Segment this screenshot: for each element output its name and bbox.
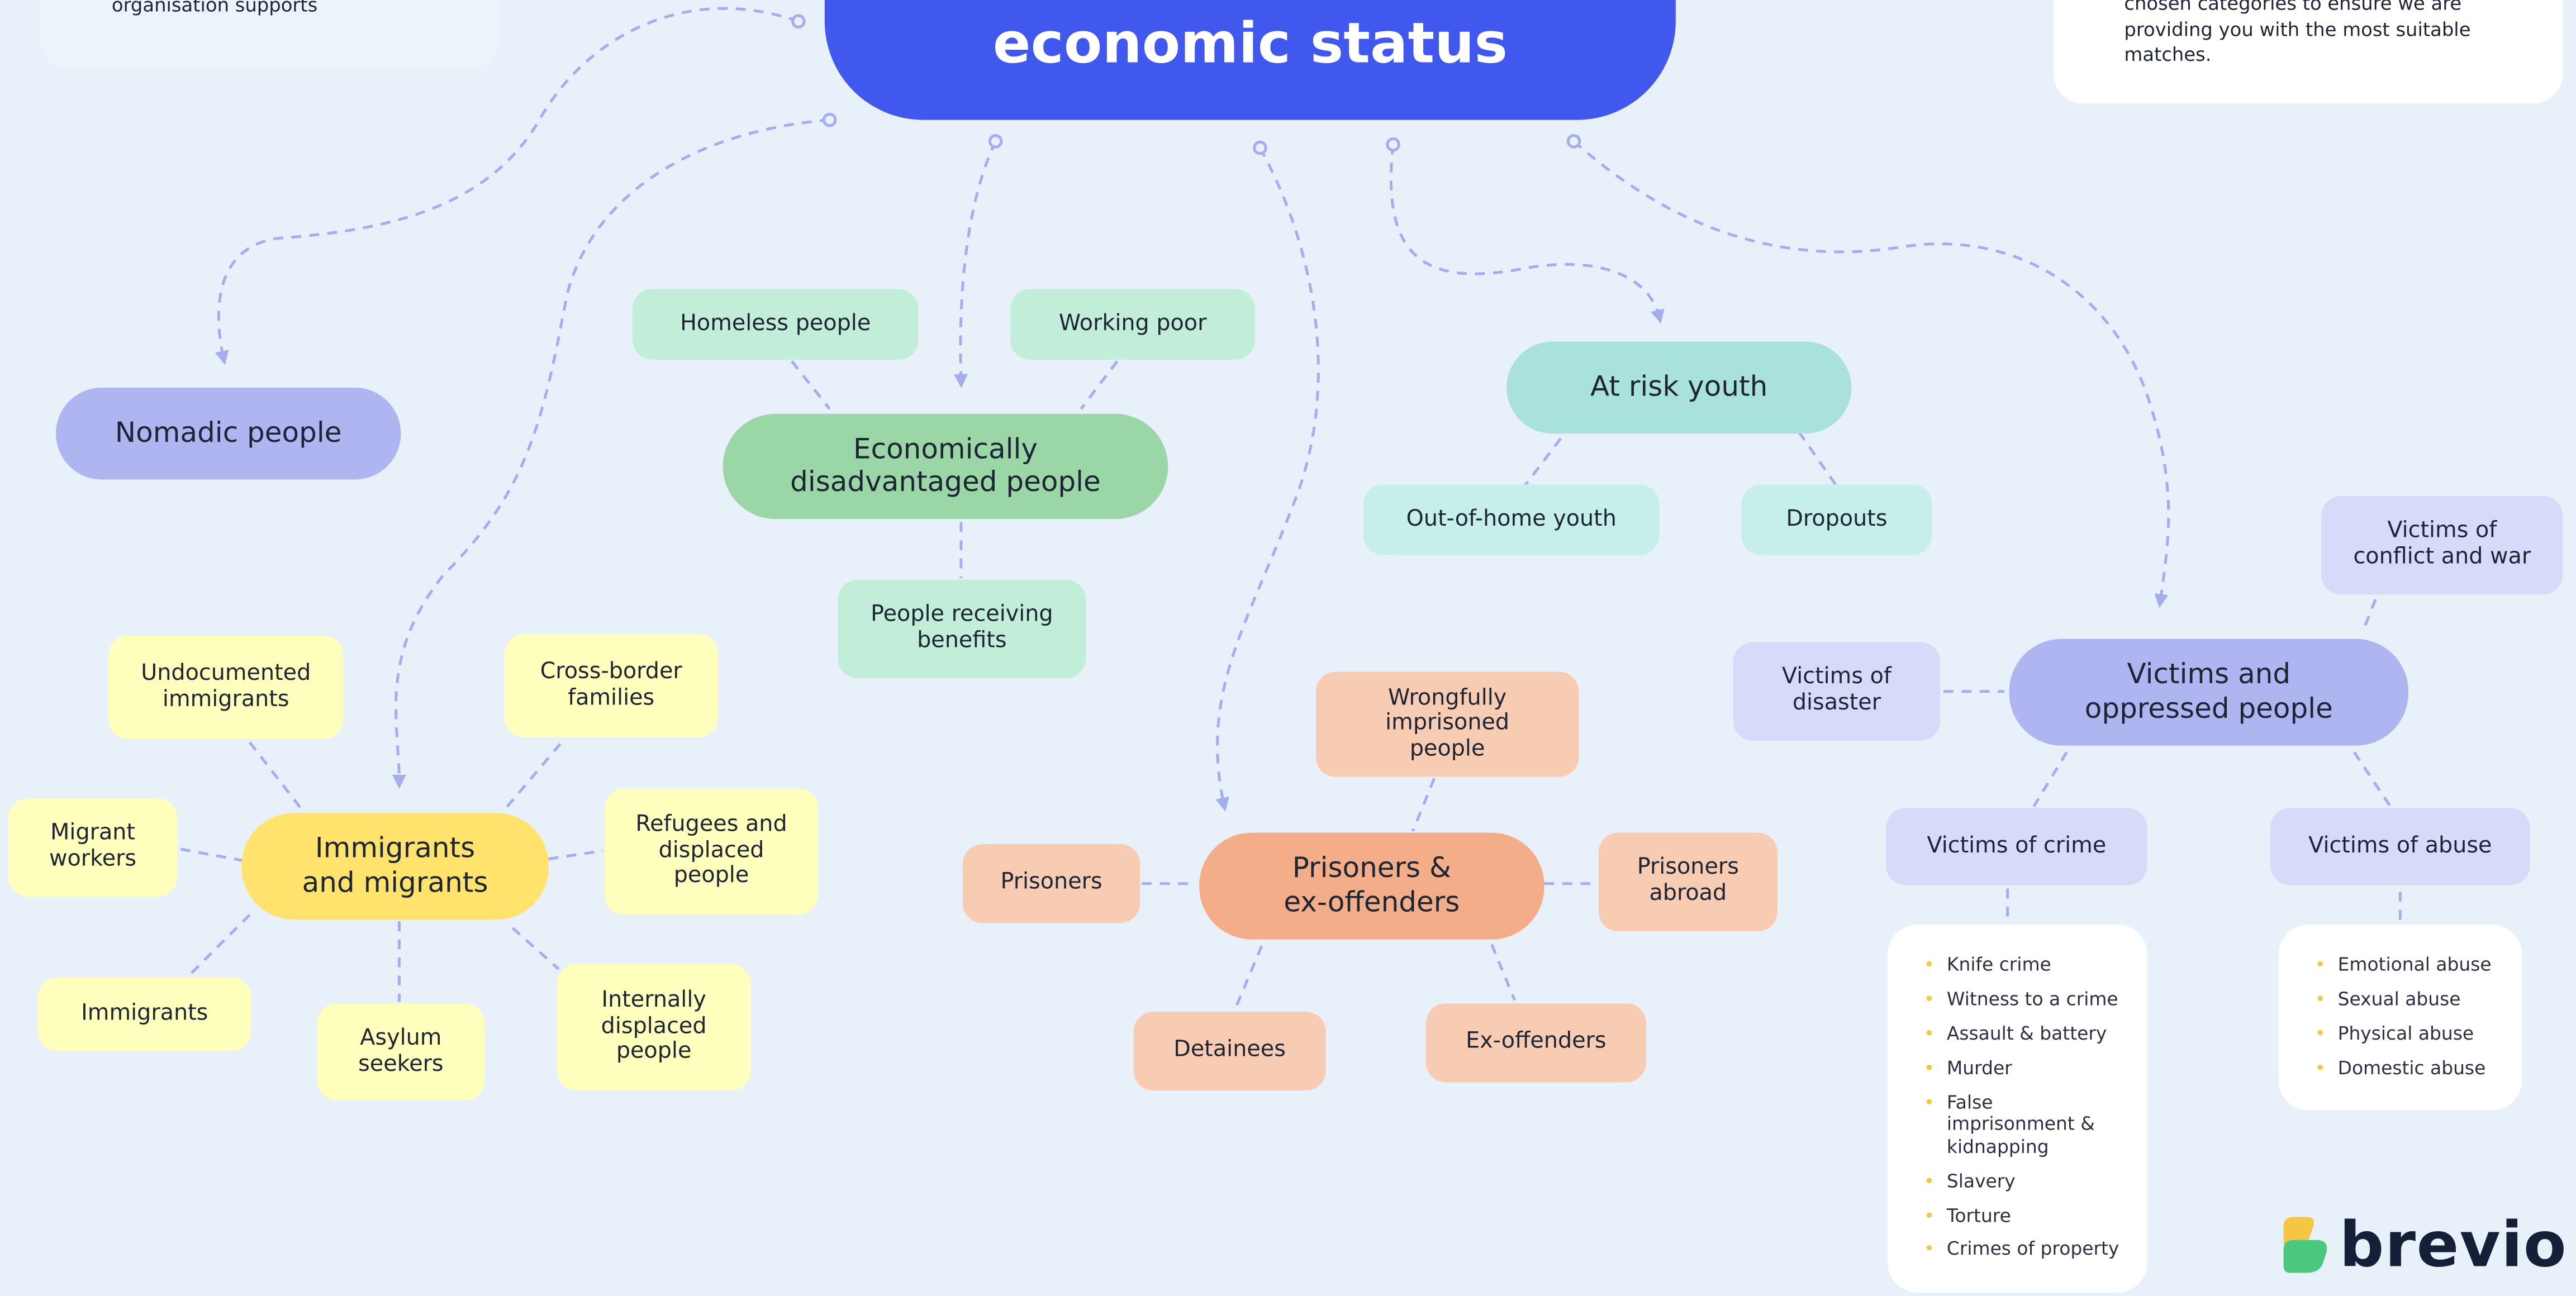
title-text: economic status bbox=[992, 11, 1508, 78]
node-victims-abuse: Victims of abuse bbox=[2270, 808, 2530, 885]
list-item: Emotional abuse bbox=[2314, 954, 2505, 977]
abuse-types-card: Emotional abuse Sexual abuse Physical ab… bbox=[2278, 925, 2522, 1111]
brand-name: brevio bbox=[2339, 1208, 2568, 1281]
node-nomadic-people: Nomadic people bbox=[55, 387, 401, 480]
list-item: Sexual abuse bbox=[2314, 989, 2505, 1012]
list-item: Witness to a crime bbox=[1924, 989, 2125, 1012]
node-asylum-seekers: Asylum seekers bbox=[317, 1003, 485, 1100]
node-victims-crime: Victims of crime bbox=[1886, 808, 2147, 885]
brevio-logo: brevio bbox=[2280, 1209, 2567, 1281]
list-item: Physical abuse bbox=[2314, 1023, 2505, 1046]
node-working-poor: Working poor bbox=[1010, 289, 1256, 360]
node-economically-disadvantaged: Economically disadvantaged people bbox=[723, 413, 1168, 520]
list-item: Assault & battery bbox=[1924, 1023, 2125, 1046]
list-item: Knife crime bbox=[1924, 954, 2125, 977]
node-undocumented-immigrants: Undocumented immigrants bbox=[108, 635, 344, 739]
node-victims-disaster: Victims of disaster bbox=[1733, 642, 1941, 741]
list-item: Crimes of property bbox=[1924, 1239, 2125, 1262]
list-item: Slavery bbox=[1924, 1170, 2125, 1193]
node-dropouts: Dropouts bbox=[1741, 484, 1932, 555]
page-title: economic status bbox=[824, 0, 1676, 120]
brevio-mark-icon bbox=[2283, 1217, 2327, 1273]
node-internally-displaced: Internally displaced people bbox=[557, 964, 751, 1091]
list-item: Torture bbox=[1924, 1204, 2125, 1227]
node-prisoners: Prisoners bbox=[962, 844, 1140, 923]
node-victims-conflict-war: Victims of conflict and war bbox=[2321, 495, 2563, 595]
node-homeless-people: Homeless people bbox=[632, 289, 919, 360]
branch-economic bbox=[954, 140, 997, 388]
crime-types-card: Knife crime Witness to a crime Assault &… bbox=[1888, 925, 2147, 1293]
branch-victims bbox=[1572, 140, 2170, 608]
intro-note: organisation supports bbox=[111, 0, 318, 17]
list-item: Domestic abuse bbox=[2314, 1057, 2505, 1080]
node-detainees: Detainees bbox=[1133, 1012, 1326, 1091]
node-refugees-displaced: Refugees and displaced people bbox=[604, 788, 819, 915]
node-prisoners-ex-offenders: Prisoners & ex-offenders bbox=[1199, 832, 1544, 940]
node-victims-oppressed: Victims and oppressed people bbox=[2009, 639, 2409, 746]
branch-immigrants bbox=[392, 118, 830, 789]
node-ex-offenders: Ex-offenders bbox=[1425, 1003, 1646, 1083]
list-item: False imprisonment & kidnapping bbox=[1924, 1092, 2103, 1158]
node-people-receiving-benefits: People receiving benefits bbox=[838, 579, 1086, 679]
node-immigrants-and-migrants: Immigrants and migrants bbox=[241, 813, 549, 920]
node-wrongfully-imprisoned: Wrongfully imprisoned people bbox=[1315, 671, 1579, 777]
node-immigrants: Immigrants bbox=[37, 977, 251, 1051]
branch-nomadic bbox=[215, 7, 799, 365]
branch-prisoners bbox=[1215, 147, 1320, 812]
advice-card: to be as specific as possible with your … bbox=[2054, 0, 2563, 104]
list-item: Murder bbox=[1924, 1057, 2125, 1080]
intro-card: organisation supports bbox=[39, 0, 500, 69]
node-cross-border-families: Cross-border families bbox=[504, 633, 718, 738]
node-migrant-workers: Migrant workers bbox=[8, 798, 178, 897]
node-prisoners-abroad: Prisoners abroad bbox=[1598, 832, 1778, 931]
advice-note: to be as specific as possible with your … bbox=[2124, 0, 2471, 67]
branch-youth bbox=[1390, 144, 1665, 324]
node-at-risk-youth: At risk youth bbox=[1506, 341, 1852, 434]
node-out-of-home-youth: Out-of-home youth bbox=[1363, 484, 1660, 555]
